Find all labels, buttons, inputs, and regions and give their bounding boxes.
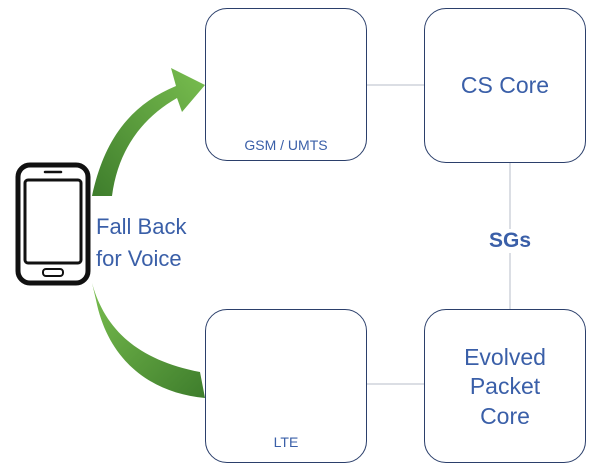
lte-label: LTE — [273, 434, 299, 450]
epc-node: Evolved Packet Core — [424, 309, 586, 463]
epc-label-line-2: Packet — [469, 373, 541, 399]
gsm-umts-label: GSM / UMTS — [244, 137, 328, 153]
curved-arrow-icon — [92, 68, 205, 196]
epc-label-line-3: Core — [480, 403, 530, 429]
cs-core-label: CS Core — [460, 72, 550, 98]
gsm-umts-node: GSM / UMTS — [205, 8, 367, 161]
lte-node: LTE — [205, 309, 367, 463]
curved-arrow-icon — [92, 283, 205, 398]
fallback-label-line-1: Fall Back — [96, 214, 187, 239]
cs-core-node: CS Core — [424, 8, 586, 163]
sgs-interface-label: SGs — [478, 229, 542, 253]
smartphone-icon — [15, 162, 91, 286]
fallback-label-line-2: for Voice — [96, 246, 182, 271]
epc-label-line-1: Evolved — [464, 344, 546, 370]
